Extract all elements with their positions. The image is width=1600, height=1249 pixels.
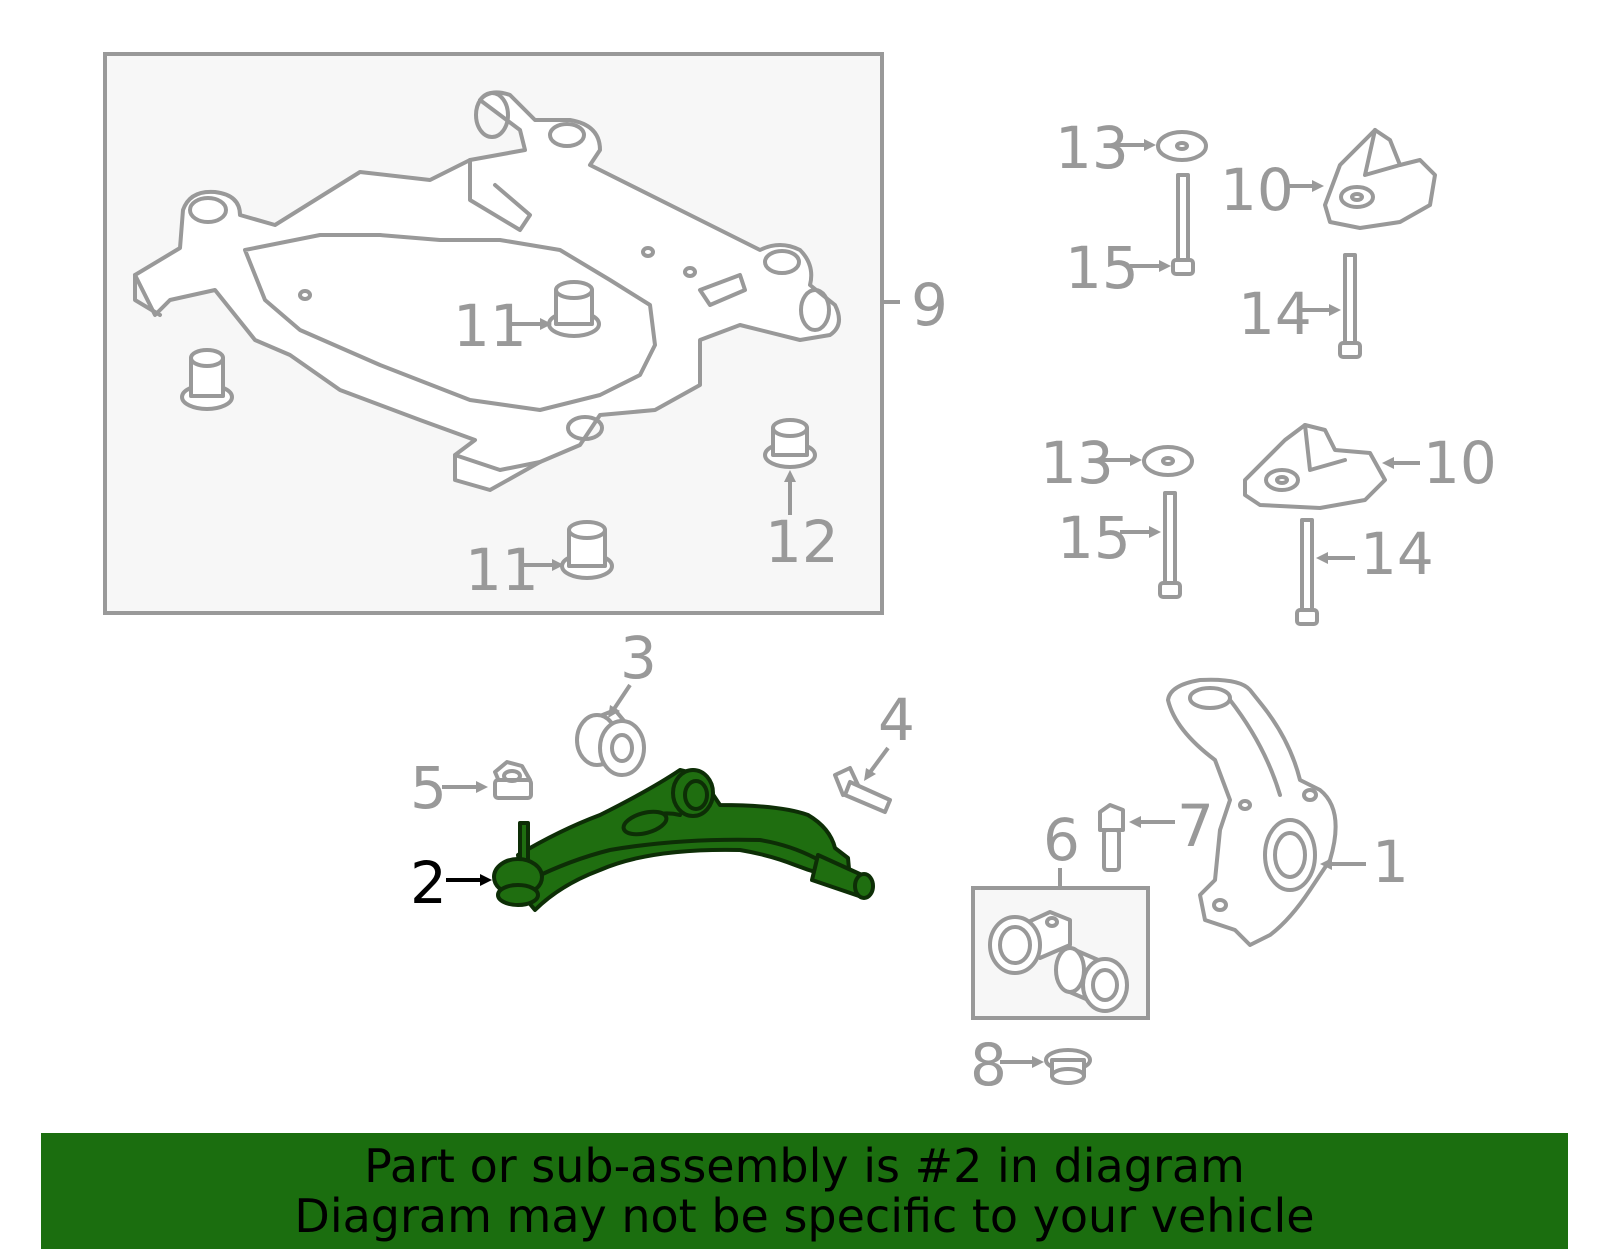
callout-15-upper-arrow	[1159, 260, 1171, 272]
callout-14-lower-arrow	[1316, 552, 1328, 564]
callout-7: 7	[1177, 792, 1214, 860]
washer-13-upper	[1156, 130, 1208, 162]
mount-10-upper	[1323, 128, 1437, 230]
callout-5: 5	[410, 754, 447, 822]
callout-11-lower-arrow	[552, 559, 564, 571]
callout-3: 3	[620, 624, 657, 692]
callout-13-upper-arrow	[1144, 139, 1156, 151]
banner-line-part: Part or sub-assembly is #2 in diagram	[364, 1139, 1245, 1193]
info-banner: Part or sub-assembly is #2 in diagram Di…	[41, 1133, 1568, 1249]
banner-line-disclaimer: Diagram may not be specific to your vehi…	[294, 1189, 1315, 1243]
subframe-crossmember	[133, 90, 841, 492]
bolt-4	[833, 766, 892, 814]
callout-4: 4	[878, 686, 915, 754]
bolt-7	[1098, 803, 1125, 872]
bolt-14-lower	[1295, 518, 1319, 626]
subframe-bushing-11-upper	[547, 280, 601, 338]
callout-14-lower: 14	[1360, 520, 1434, 588]
callout-14-upper: 14	[1238, 280, 1312, 348]
callout-6: 6	[1043, 806, 1080, 874]
callout-10-lower: 10	[1423, 429, 1497, 497]
callout-4-arrow	[864, 768, 876, 781]
callout-7-arrow	[1129, 816, 1141, 828]
mount-10-lower	[1243, 423, 1387, 510]
bushing-3	[575, 708, 646, 777]
subframe-bushing-left	[180, 348, 234, 411]
callout-8-arrow	[1032, 1056, 1044, 1068]
bushing-kit-group: 6	[971, 806, 1150, 1020]
callout-3-arrow	[608, 705, 620, 718]
mount-group-upper: 13 15 10 14	[1055, 114, 1437, 359]
steering-knuckle	[1166, 677, 1338, 947]
nut-5	[493, 760, 533, 800]
bolt-15-lower	[1158, 491, 1182, 599]
callout-15-lower: 15	[1057, 504, 1131, 572]
callout-14-upper-arrow	[1329, 304, 1341, 316]
callout-11-lower: 11	[465, 536, 539, 604]
callout-3-leader	[610, 683, 632, 714]
bolt-15-upper	[1171, 173, 1195, 276]
callout-9: 9	[911, 271, 948, 339]
callout-12-arrow	[784, 470, 796, 482]
callout-4-leader	[866, 746, 890, 777]
callout-2: 2	[410, 849, 447, 917]
mount-group-lower: 13 15 10 14	[1040, 423, 1497, 626]
subframe-bushing-12	[763, 418, 817, 469]
callout-13-upper: 13	[1055, 114, 1129, 182]
callout-5-arrow	[476, 781, 488, 793]
bushing-kit-bushing	[1054, 946, 1129, 1013]
callout-15-lower-arrow	[1149, 526, 1161, 538]
callout-8: 8	[970, 1031, 1007, 1099]
callout-13-lower-arrow	[1130, 454, 1142, 466]
callout-10-upper: 10	[1220, 156, 1294, 224]
callout-10-upper-arrow	[1312, 180, 1324, 192]
subframe-group: 9 11 11 12	[103, 52, 948, 615]
callout-2-arrow	[480, 874, 492, 886]
callout-11-upper-arrow	[540, 318, 552, 330]
washer-13-lower	[1142, 445, 1194, 477]
bushing-kit-sleeve	[988, 910, 1072, 975]
lower-control-arm[interactable]	[492, 768, 875, 912]
callout-1: 1	[1372, 828, 1409, 896]
subframe-bushing-11-lower	[560, 520, 614, 580]
callout-15-upper: 15	[1065, 234, 1139, 302]
callout-13-lower: 13	[1040, 429, 1114, 497]
callout-1-arrow	[1320, 858, 1332, 870]
bolt-14-upper	[1338, 253, 1362, 359]
callout-10-lower-arrow	[1382, 457, 1394, 469]
nut-8	[1044, 1048, 1092, 1085]
callout-12: 12	[765, 508, 839, 576]
